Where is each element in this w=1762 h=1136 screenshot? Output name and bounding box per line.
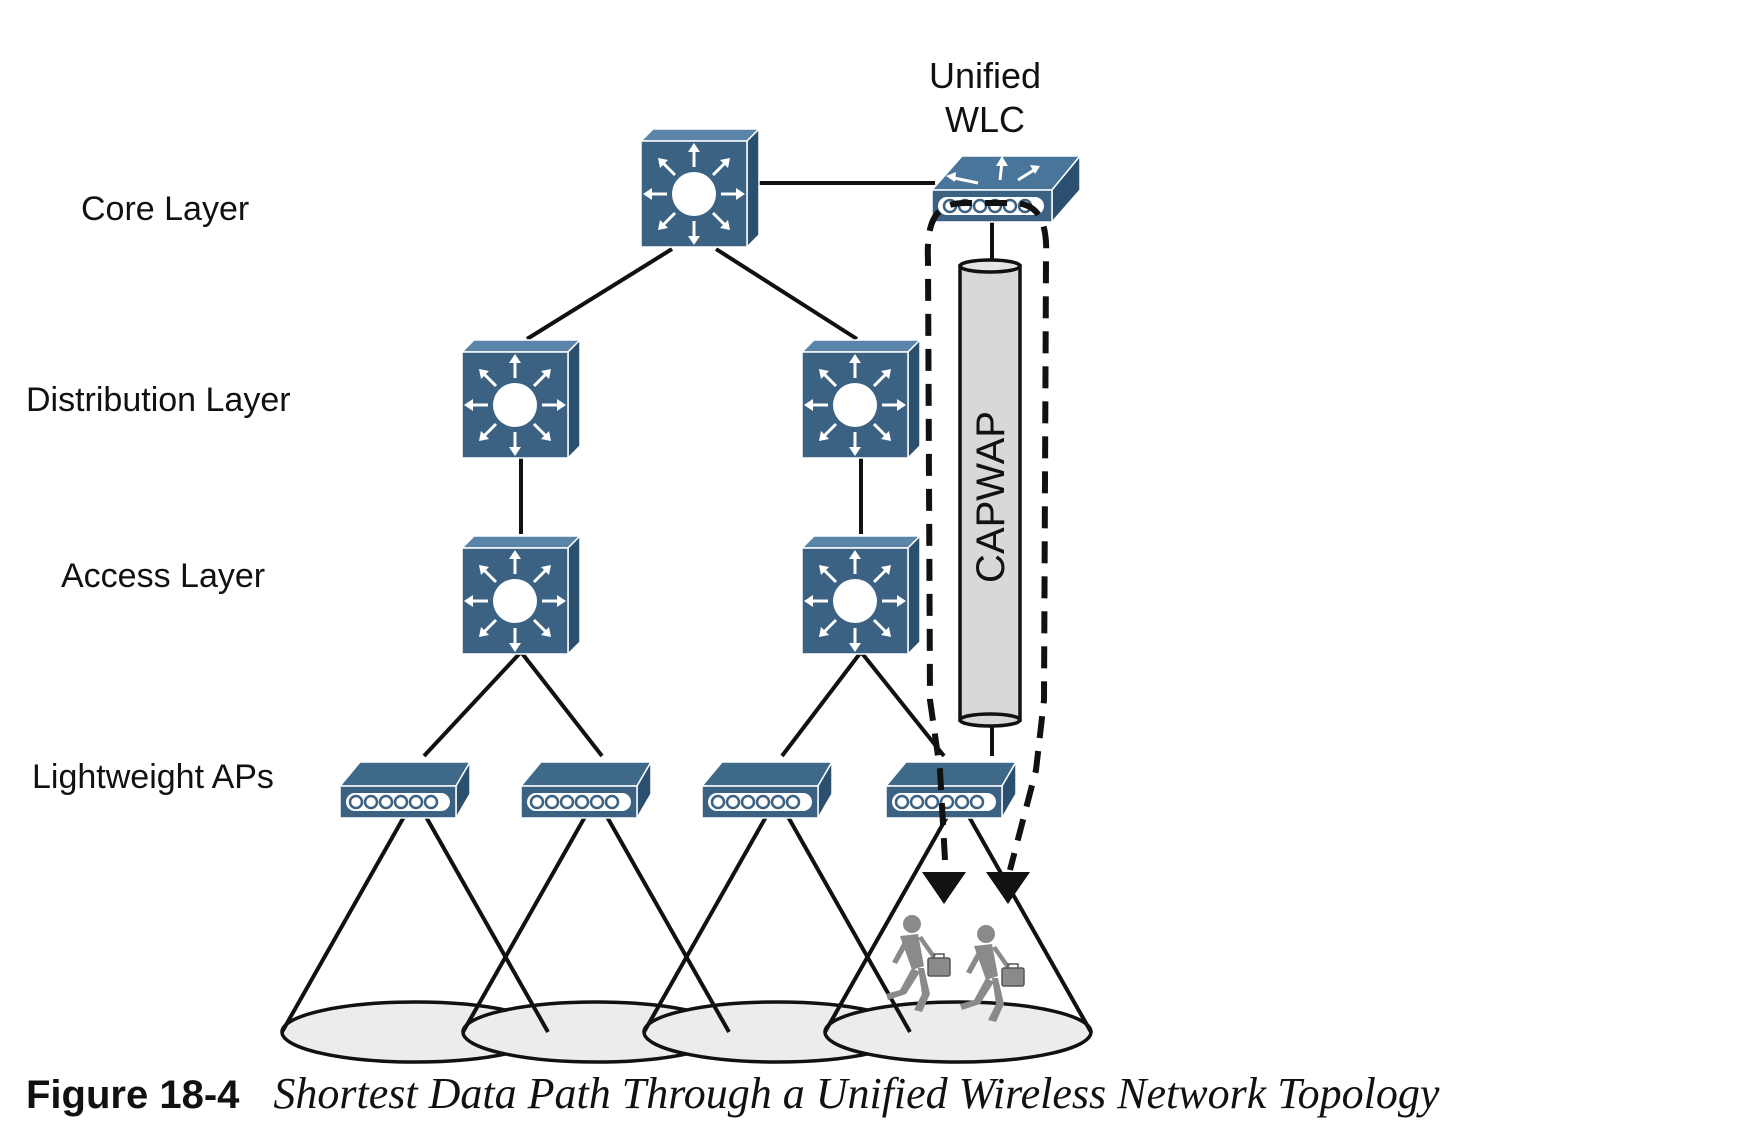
wireless-user-1-icon <box>885 914 951 1013</box>
data-path-arrowheads <box>922 872 1030 904</box>
lightweight-aps-label: Lightweight APs <box>32 758 274 796</box>
capwap-label: CAPWAP <box>969 411 1013 583</box>
network-links <box>422 181 994 758</box>
coverage-cones <box>280 814 1093 1033</box>
data-path <box>924 200 1050 871</box>
access-layer-label: Access Layer <box>61 557 265 595</box>
arrowhead-right-icon <box>986 872 1030 904</box>
wlc-label-line2: WLC <box>945 99 1025 140</box>
distribution-switch-left-icon <box>460 338 582 460</box>
core-switch-icon <box>639 127 761 249</box>
lightweight-ap-2-icon <box>519 760 653 820</box>
coverage-areas <box>280 1000 1093 1064</box>
access-switch-right-icon <box>800 534 922 656</box>
distribution-switch-right-icon <box>800 338 922 460</box>
coverage-area-4 <box>823 1000 1093 1064</box>
lightweight-ap-1-icon <box>338 760 472 820</box>
arrowhead-left-icon <box>922 872 966 904</box>
figure-caption: Figure 18-4 Shortest Data Path Through a … <box>26 1068 1439 1119</box>
wlc-label-line1: Unified <box>929 55 1041 96</box>
capwap-tunnel: CAPWAP <box>958 258 1022 728</box>
figure-number: Figure 18-4 <box>26 1073 240 1117</box>
core-layer-label: Core Layer <box>81 190 249 228</box>
lightweight-ap-4-icon <box>884 760 1018 820</box>
distribution-layer-label: Distribution Layer <box>26 381 291 419</box>
lightweight-ap-3-icon <box>700 760 834 820</box>
unified-wlc-icon <box>930 153 1082 224</box>
figure-title: Shortest Data Path Through a Unified Wir… <box>273 1069 1440 1118</box>
data-path-outline <box>924 200 1050 871</box>
access-switch-left-icon <box>460 534 582 656</box>
